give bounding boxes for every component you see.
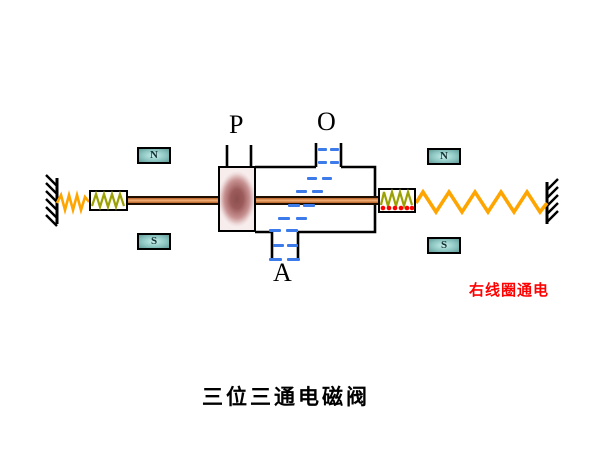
magnet-right-north-label: N bbox=[440, 150, 448, 162]
magnet-right-south-label: S bbox=[440, 239, 448, 251]
status-text: 右线圈通电 bbox=[469, 282, 550, 299]
port-label-p: P bbox=[229, 110, 244, 139]
magnet-right-south: S bbox=[427, 237, 461, 254]
right-wall-anchor-icon bbox=[545, 178, 559, 224]
magnet-right-north: N bbox=[427, 148, 461, 165]
left-coil-winding-icon bbox=[90, 190, 126, 211]
port-label-o: O bbox=[317, 107, 336, 136]
right-coil-winding-icon bbox=[379, 187, 415, 211]
magnet-left-south-label: S bbox=[150, 235, 158, 247]
diagram-caption: 三位三通电磁阀 bbox=[202, 385, 370, 409]
flow-dash-group bbox=[269, 148, 339, 261]
right-coil bbox=[378, 187, 416, 213]
port-label-a: A bbox=[273, 258, 292, 287]
right-return-spring bbox=[414, 188, 549, 216]
magnet-left-north-label: N bbox=[150, 149, 158, 161]
valve-spool bbox=[218, 166, 256, 232]
left-return-spring bbox=[55, 189, 91, 216]
magnet-left-north: N bbox=[137, 147, 171, 164]
energized-dots-icon bbox=[380, 205, 415, 211]
left-coil bbox=[89, 190, 128, 211]
magnet-left-south: S bbox=[137, 233, 171, 250]
